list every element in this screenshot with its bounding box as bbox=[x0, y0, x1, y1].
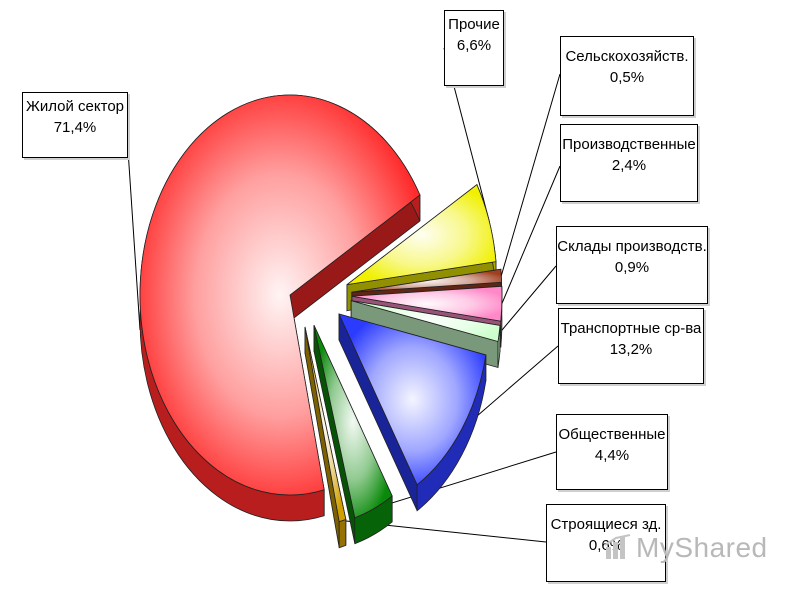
slice-rim bbox=[338, 518, 347, 549]
pie-slice bbox=[313, 325, 393, 545]
label-percent: 4,4% bbox=[594, 447, 630, 464]
slice-face bbox=[139, 94, 421, 496]
slice-face bbox=[351, 268, 503, 293]
slice-face bbox=[351, 300, 501, 343]
label-name: Строящиеся зд. bbox=[550, 516, 662, 533]
pie-slice bbox=[304, 326, 347, 549]
slice-face bbox=[338, 313, 487, 486]
myshared-logo-icon bbox=[604, 533, 632, 561]
label-stroyashchiesya: Строящиеся зд. 0,6% bbox=[546, 504, 666, 582]
pie-slices bbox=[139, 94, 503, 549]
label-percent: 2,4% bbox=[611, 157, 647, 174]
label-name: Транспортные ср-ва bbox=[560, 320, 702, 337]
label-percent: 13,2% bbox=[609, 341, 653, 358]
label-percent: 0,9% bbox=[614, 259, 650, 276]
slice-face bbox=[304, 326, 347, 523]
label-percent: 71,4% bbox=[53, 119, 97, 136]
label-obshchestvennye: Общественные 4,4% bbox=[556, 414, 668, 490]
label-name: Прочие bbox=[448, 16, 500, 33]
leader-line bbox=[373, 451, 557, 510]
leader-line bbox=[127, 149, 141, 331]
label-proizvodstvennye: Производственные 2,4% bbox=[560, 124, 698, 202]
slice-face bbox=[346, 184, 497, 286]
slice-face bbox=[313, 325, 393, 519]
label-sklady: Склады производств. 0,9% bbox=[556, 226, 708, 304]
label-percent: 0,5% bbox=[609, 69, 645, 86]
label-prochie: Прочие 6,6% bbox=[444, 10, 504, 86]
leader-line bbox=[500, 73, 561, 276]
label-percent: 6,6% bbox=[456, 37, 492, 54]
label-transportnye: Транспортные ср-ва 13,2% bbox=[558, 308, 704, 384]
label-name: Производственные bbox=[562, 136, 696, 153]
watermark: MyShared bbox=[604, 532, 768, 564]
pie-slice bbox=[338, 313, 487, 512]
label-name: Склады производств. bbox=[557, 238, 707, 255]
label-zhiloy-sektor: Жилой сектор 71,4% bbox=[22, 92, 128, 158]
label-name: Общественные bbox=[558, 426, 666, 443]
leader-line bbox=[498, 265, 557, 334]
leader-line bbox=[501, 165, 561, 304]
slice-face bbox=[351, 285, 503, 322]
pie-slice bbox=[139, 94, 421, 522]
watermark-text: MyShared bbox=[636, 532, 768, 563]
label-selskokhozyaystv: Сельскохозяйств. 0,5% bbox=[560, 36, 694, 116]
label-name: Сельскохозяйств. bbox=[565, 48, 689, 65]
label-name: Жилой сектор bbox=[26, 98, 124, 115]
